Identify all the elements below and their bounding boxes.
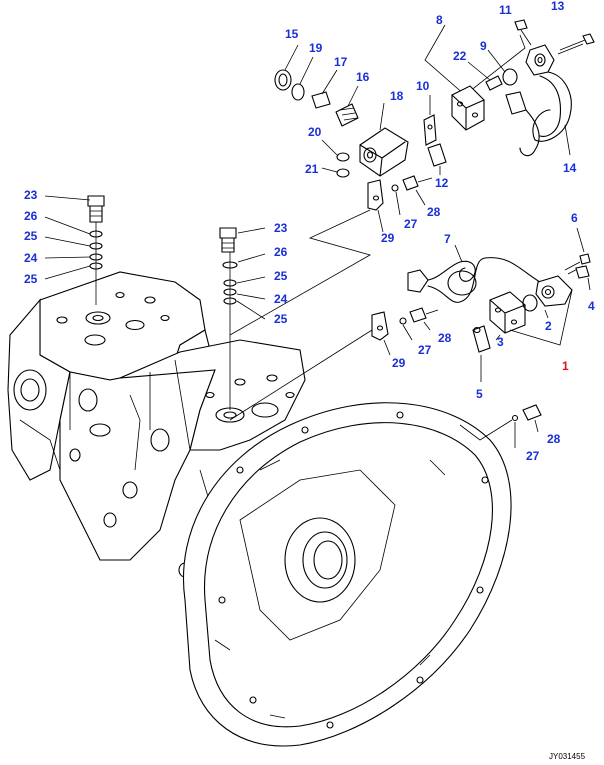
callout-12: 12 (435, 176, 449, 190)
callout-3: 3 (497, 335, 504, 349)
callouts: 1 2 3 4 5 6 7 8 9 10 11 12 13 14 15 16 1… (24, 0, 595, 761)
callout-26-middle: 26 (274, 245, 288, 259)
callout-23-middle: 23 (274, 221, 288, 235)
callout-7: 7 (444, 232, 451, 246)
callout-21: 21 (305, 162, 319, 176)
callout-18: 18 (390, 89, 404, 103)
callout-22: 22 (453, 49, 467, 63)
callout-25-left-b: 25 (24, 272, 38, 286)
flywheel-housing (183, 402, 512, 747)
upper-solenoid-assembly (274, 44, 409, 178)
callout-10: 10 (416, 79, 430, 93)
callout-25-left-a: 25 (24, 229, 38, 243)
callout-28-lower: 28 (438, 331, 452, 345)
right-solenoid-assembly (407, 227, 591, 382)
callout-14: 14 (563, 161, 577, 175)
callout-24-left: 24 (24, 251, 38, 265)
callout-27-upper: 27 (404, 217, 418, 231)
callout-25-middle-a: 25 (274, 269, 288, 283)
callout-23-left: 23 (24, 188, 38, 202)
callout-25-middle-b: 25 (274, 312, 288, 326)
callout-11: 11 (499, 3, 512, 17)
middle-fitting-stack (219, 227, 266, 410)
callout-29-lower: 29 (392, 356, 406, 370)
callout-20: 20 (308, 125, 322, 139)
left-fitting-stack (44, 195, 105, 305)
lower-right-bolt (459, 404, 542, 448)
callout-24-middle: 24 (274, 292, 288, 306)
callout-26-left: 26 (24, 209, 38, 223)
lower-bracket (229, 307, 439, 421)
callout-6: 6 (571, 211, 578, 225)
callout-17: 17 (334, 55, 348, 69)
callout-29-upper: 29 (381, 231, 395, 245)
callout-27-lower: 27 (418, 343, 432, 357)
callout-9: 9 (480, 39, 487, 53)
callout-4: 4 (588, 299, 595, 313)
callout-28-right: 28 (547, 432, 561, 446)
top-right-solenoid-assembly (423, 19, 595, 175)
callout-2: 2 (545, 319, 552, 333)
callout-1: 1 (562, 359, 569, 373)
callout-16: 16 (356, 70, 370, 84)
upper-bracket (229, 175, 433, 336)
callout-15: 15 (285, 27, 299, 41)
callout-8: 8 (436, 13, 443, 27)
drawing-id: JY031455 (549, 752, 586, 761)
main-pump-housing (7, 271, 306, 578)
callout-5: 5 (476, 387, 483, 401)
callout-27-right: 27 (526, 449, 540, 463)
callout-13: 13 (551, 0, 565, 13)
callout-28-upper: 28 (427, 205, 441, 219)
callout-19: 19 (309, 41, 323, 55)
